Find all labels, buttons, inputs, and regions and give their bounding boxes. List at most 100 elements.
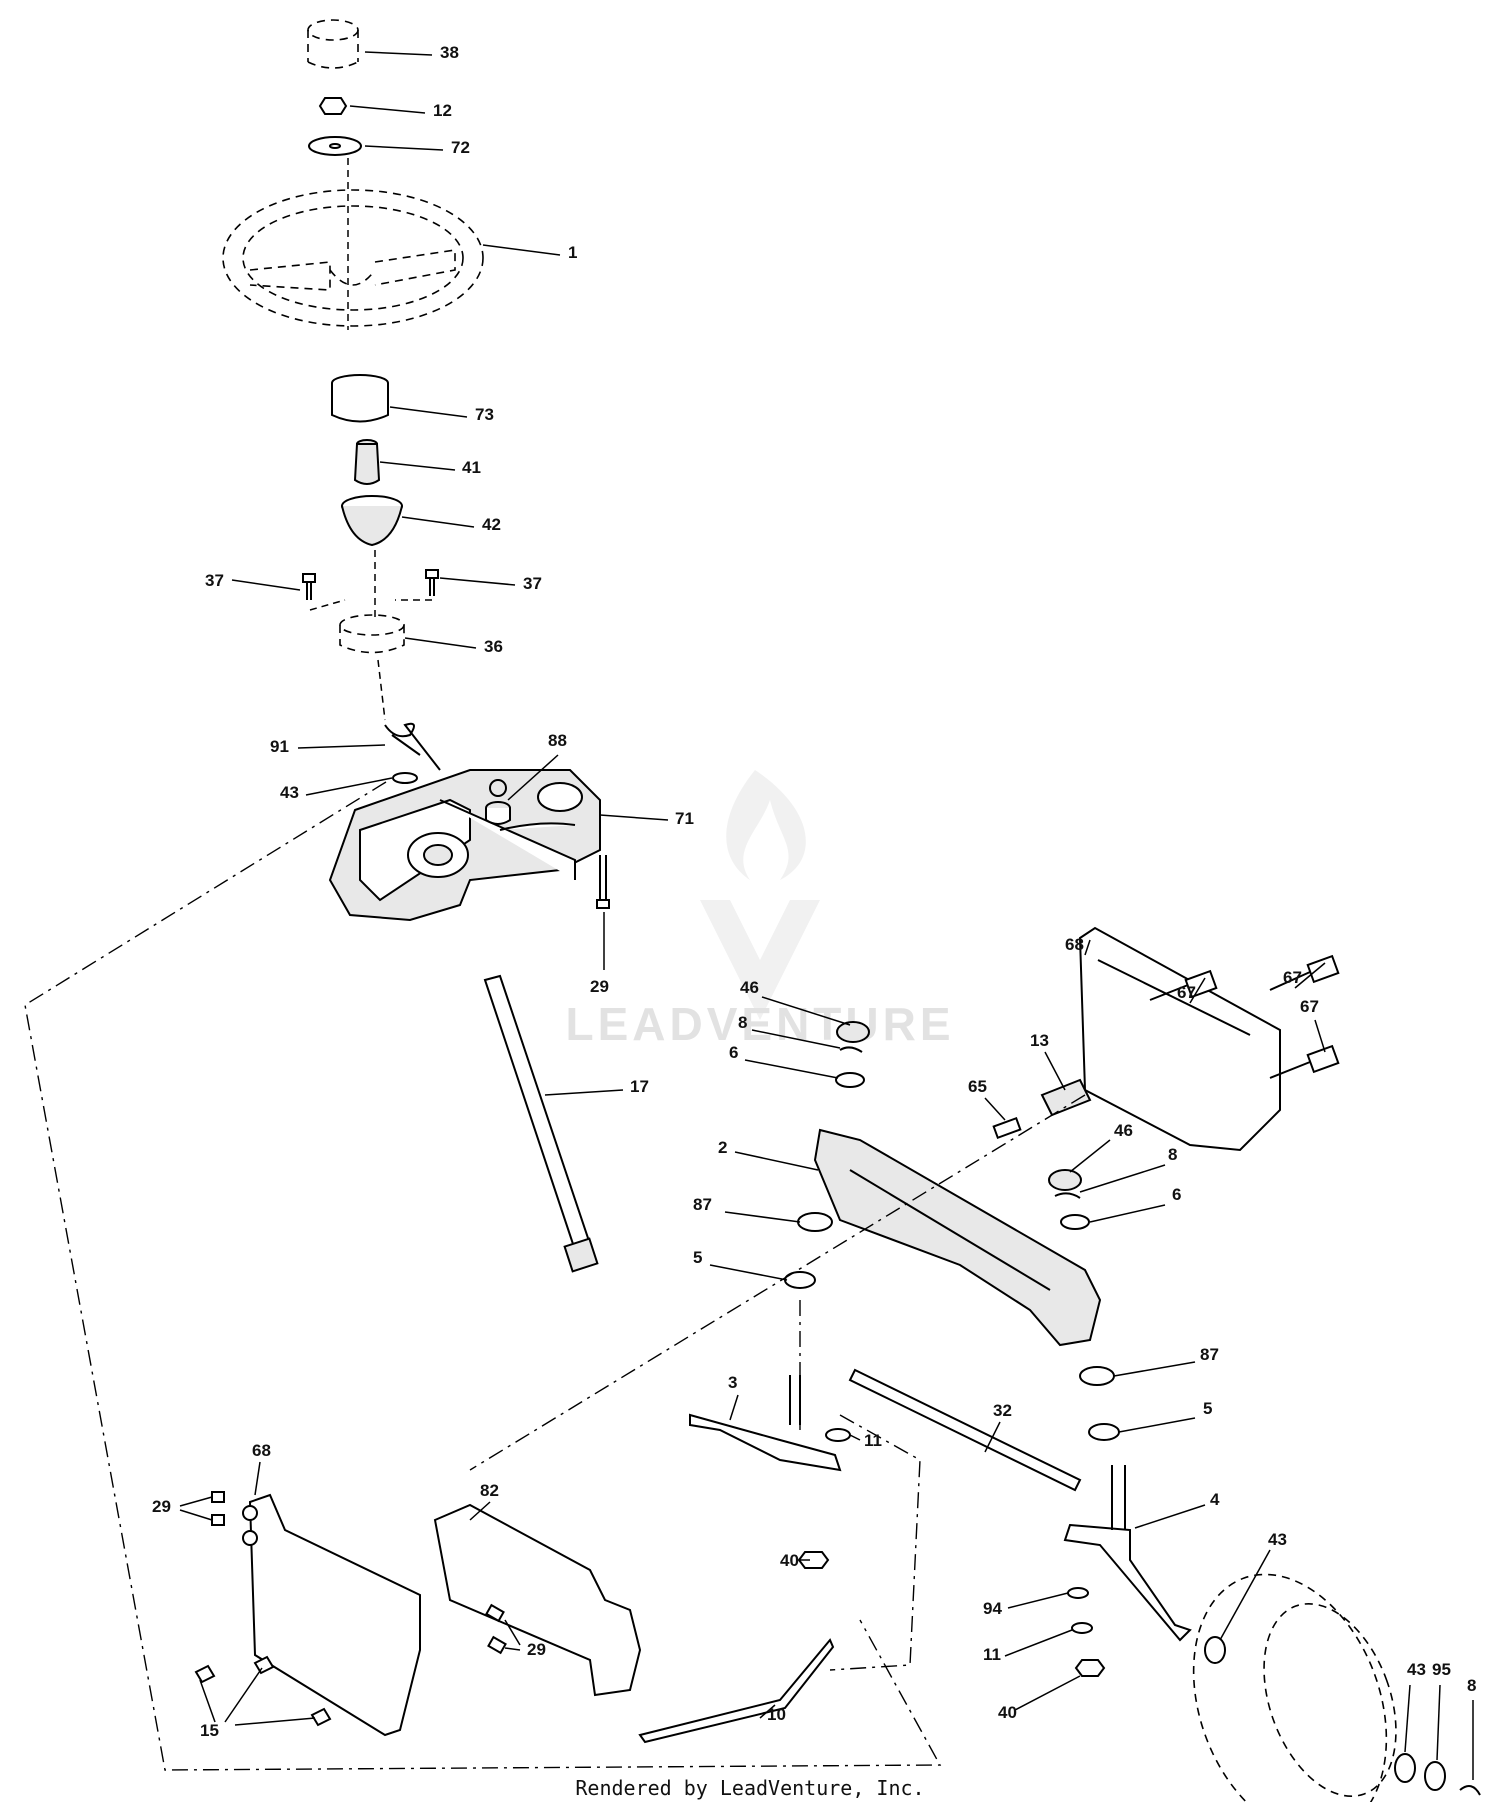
callout-label-11: 11 <box>983 1645 1001 1664</box>
callout-label-6: 6 <box>729 1043 738 1062</box>
part-43-washer-upper <box>392 772 418 784</box>
part-5-washer-right <box>1088 1423 1120 1441</box>
leader-line-4 <box>1134 1504 1206 1529</box>
leader-line-8 <box>751 1029 841 1049</box>
callout-label-71: 71 <box>675 809 694 828</box>
callout-label-32: 32 <box>993 1401 1012 1420</box>
leader-line-68 <box>254 1461 261 1496</box>
callout-label-87: 87 <box>1200 1345 1219 1364</box>
part-15-nuts <box>194 1655 332 1727</box>
part-38-cap <box>307 19 359 69</box>
callout-label-65: 65 <box>968 1077 987 1096</box>
leader-line-82 <box>469 1501 491 1521</box>
leadventure-watermark: LEADVENTURE <box>565 770 951 1050</box>
front-tire <box>1192 1573 1397 1802</box>
callout-label-13: 13 <box>1030 1031 1049 1050</box>
leader-line-5 <box>1118 1417 1196 1433</box>
part-72-washer <box>308 136 362 156</box>
callout-label-1: 1 <box>568 243 577 262</box>
part-10-drag-link <box>638 1638 835 1744</box>
leader-line-73 <box>389 406 468 418</box>
leader-line-15 <box>234 1717 316 1726</box>
part-2-axle <box>813 1128 1102 1347</box>
leader-line-67 <box>1189 977 1206 1004</box>
callout-label-3: 3 <box>728 1373 737 1392</box>
callout-label-43: 43 <box>1268 1530 1287 1549</box>
front-axle-assembly <box>689 926 1481 1802</box>
callout-label-40: 40 <box>998 1703 1017 1722</box>
callout-label-5: 5 <box>1203 1399 1212 1418</box>
callout-label-29: 29 <box>590 977 609 996</box>
leader-line-3 <box>729 1394 739 1421</box>
leader-line-6 <box>744 1059 839 1079</box>
leader-line-43 <box>1219 1549 1271 1641</box>
part-82-bracket <box>433 1503 642 1697</box>
leader-line-12 <box>349 105 426 114</box>
footer-credit: Rendered by LeadVenture, Inc. <box>575 1776 924 1800</box>
part-87-washer-right <box>1079 1366 1115 1386</box>
leader-line-40 <box>1014 1675 1081 1711</box>
part-37-bolt-left <box>302 573 316 600</box>
leader-line-88 <box>507 754 559 801</box>
part-67-bolt-b <box>1269 954 1340 991</box>
part-73-bushing <box>331 374 389 423</box>
leader-line-29 <box>179 1509 213 1521</box>
callout-label-91: 91 <box>270 737 289 756</box>
leader-line-41 <box>379 461 456 471</box>
callout-label-88: 88 <box>548 731 567 750</box>
leader-line-71 <box>599 814 669 821</box>
part-29-bolt-upper <box>596 855 610 909</box>
callout-label-4: 4 <box>1210 1490 1220 1509</box>
part-8-ring-outer <box>1459 1785 1481 1796</box>
callout-label-6: 6 <box>1172 1185 1181 1204</box>
callout-label-37: 37 <box>205 571 224 590</box>
part-40-nut-left <box>797 1551 830 1569</box>
leader-line-11 <box>849 1434 861 1441</box>
part-6-washer-right <box>1060 1214 1090 1230</box>
callout-label-46: 46 <box>740 978 759 997</box>
callout-label-8: 8 <box>738 1013 747 1032</box>
leader-line-17 <box>544 1089 624 1096</box>
callout-label-67: 67 <box>1177 983 1196 1002</box>
callout-label-36: 36 <box>484 637 503 656</box>
callout-label-87: 87 <box>693 1195 712 1214</box>
leader-line-10 <box>759 1704 776 1719</box>
callout-label-12: 12 <box>433 101 452 120</box>
leader-line-87 <box>1113 1361 1196 1377</box>
part-32-tie-rod <box>848 1368 1082 1492</box>
callout-label-29: 29 <box>152 1497 171 1516</box>
part-11-washer-lower <box>1071 1622 1093 1634</box>
callout-label-94: 94 <box>983 1599 1002 1618</box>
leader-line-37 <box>231 579 301 591</box>
part-36-support <box>339 614 405 654</box>
part-68-bracket-upper <box>1078 926 1281 1152</box>
part-3-spindle <box>689 1375 842 1472</box>
callout-label-72: 72 <box>451 138 470 157</box>
part-11-washer-upper <box>825 1428 851 1442</box>
callout-label-68: 68 <box>1065 935 1084 954</box>
leader-line-67 <box>1294 962 1326 989</box>
callout-label-82: 82 <box>480 1481 499 1500</box>
callout-label-15: 15 <box>200 1721 219 1740</box>
part-68-bracket-lower <box>248 1493 421 1737</box>
leader-line-29 <box>504 1619 521 1646</box>
part-29-bolts-lower-right <box>485 1603 507 1655</box>
flame-logo-icon <box>700 770 820 1020</box>
leader-line-68 <box>1084 939 1091 956</box>
callout-label-2: 2 <box>718 1138 727 1157</box>
callout-label-43: 43 <box>280 783 299 802</box>
leader-line-95 <box>1436 1684 1441 1761</box>
leader-line-11 <box>1004 1629 1073 1657</box>
callout-label-17: 17 <box>630 1077 649 1096</box>
callout-label-73: 73 <box>475 405 494 424</box>
leader-line-43 <box>1404 1684 1411 1753</box>
part-8-ring-right <box>1054 1192 1081 1199</box>
part-17-shaft <box>483 974 599 1273</box>
part-43-washer-lower <box>1204 1636 1226 1664</box>
part-94-washer <box>1067 1587 1089 1599</box>
part-12-nut <box>318 97 348 115</box>
leader-line-32 <box>984 1421 1001 1453</box>
leader-line-29 <box>504 1647 521 1651</box>
part-4-spindle <box>1063 1465 1192 1642</box>
